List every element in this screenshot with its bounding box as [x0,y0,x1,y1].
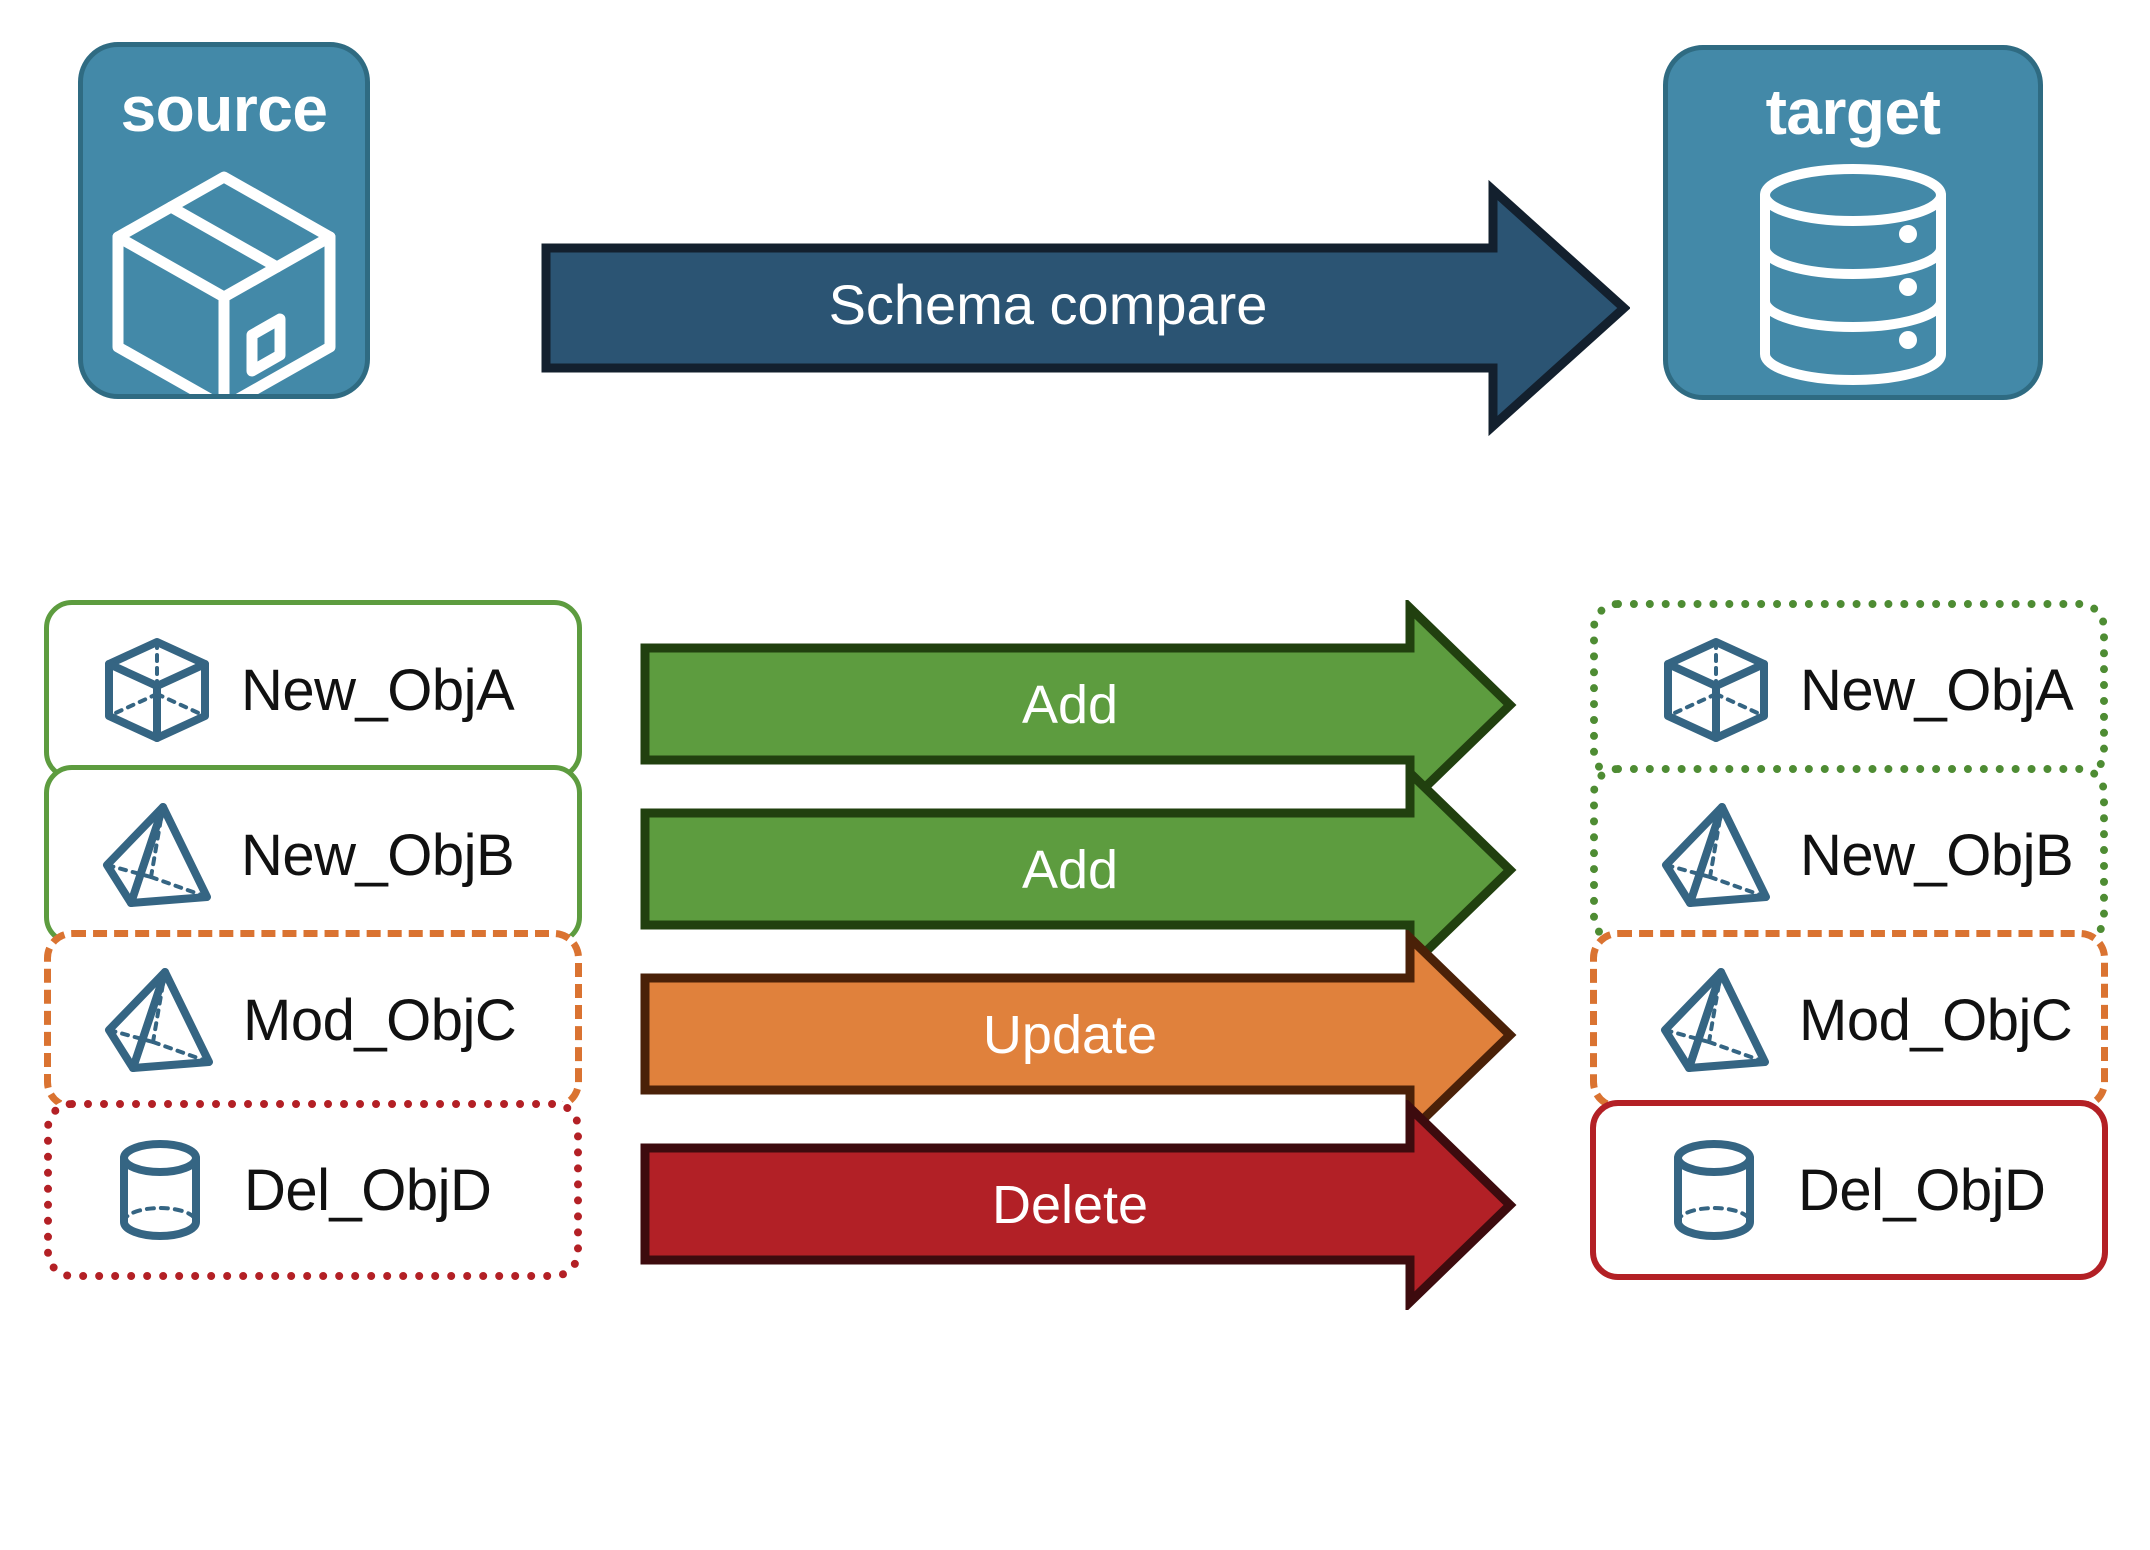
source-object-card[interactable]: Del_ObjD [44,1100,582,1280]
source-object-label: New_ObjA [241,657,515,723]
source-object-card[interactable]: New_ObjB [44,765,582,945]
cylinder-wireframe-icon [104,1134,216,1246]
pyramid-wireframe-icon [1659,964,1771,1076]
target-object-label: New_ObjA [1800,657,2074,723]
cube-wireframe-icon [1660,634,1772,746]
diff-row: New_ObjA Add [0,600,2150,810]
add-arrow [640,765,1517,975]
pyramid-wireframe-icon [103,964,215,1076]
delete-arrow [640,1100,1517,1310]
target-endpoint-card: target [1663,45,2043,400]
source-object-label: New_ObjB [241,822,515,888]
schema-compare-arrow [541,179,1630,437]
diff-row: Del_ObjD Delete Del_ObjD [0,1100,2150,1310]
target-object-card[interactable]: Mod_ObjC [1590,930,2108,1110]
target-object-label: Del_ObjD [1798,1157,2046,1223]
target-object-label: Mod_ObjC [1799,987,2073,1053]
target-object-card[interactable]: New_ObjA [1590,600,2108,780]
source-title: source [120,73,328,145]
pyramid-wireframe-icon [1660,799,1772,911]
pyramid-wireframe-icon [101,799,213,911]
target-object-card[interactable]: Del_ObjD [1590,1100,2108,1280]
cylinder-wireframe-icon [1658,1134,1770,1246]
target-object-label: New_ObjB [1800,822,2074,888]
diff-row: New_ObjB Add New_Obj [0,765,2150,975]
source-endpoint-card: source [78,42,370,413]
add-arrow [640,600,1517,810]
source-object-label: Del_ObjD [244,1157,492,1223]
source-object-label: Mod_ObjC [243,987,517,1053]
target-title: target [1765,76,1941,148]
package-box-icon [102,159,347,413]
source-object-card[interactable]: Mod_ObjC [44,930,582,1110]
cube-wireframe-icon [101,634,213,746]
source-object-card[interactable]: New_ObjA [44,600,582,780]
update-arrow [640,930,1517,1140]
diff-row: Mod_ObjC Update Mod_ [0,930,2150,1140]
target-object-card[interactable]: New_ObjB [1590,765,2108,945]
database-cylinder-icon [1748,162,1958,392]
